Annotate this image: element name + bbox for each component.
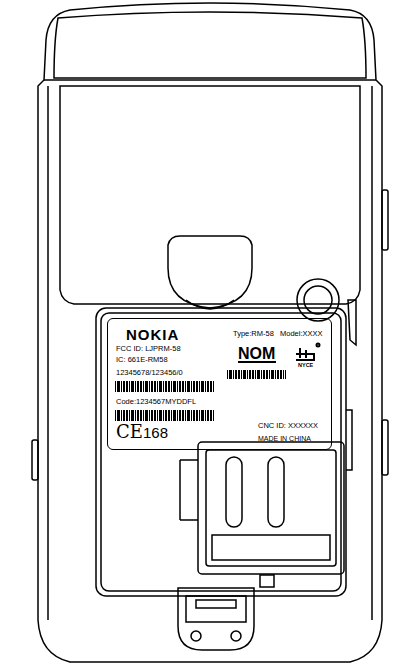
- nom-mark: NOM: [238, 346, 275, 362]
- ic-number: IC: 661E-RM58: [116, 356, 168, 364]
- origin-text: MADE IN CHINA: [258, 435, 311, 442]
- brand-name: NOKIA: [126, 327, 179, 342]
- notified-body-number: 168: [143, 425, 168, 440]
- product-code: Code:1234567MYDDFL: [116, 398, 196, 406]
- ce-mark: CE: [116, 423, 143, 441]
- cnc-id: CNC ID: XXXXXX: [258, 422, 318, 430]
- serial-number: 12345678/123456/0: [116, 369, 183, 377]
- model-text: Model:XXXX: [280, 330, 323, 338]
- type-text: Type:RM-58: [233, 330, 274, 338]
- fcc-id: FCC ID: LJPRM-58: [116, 345, 181, 353]
- type-label-sticker: NOKIA Type:RM-58 Model:XXXX FCC ID: LJPRM-5…: [107, 318, 332, 450]
- nyce-mark: NYCE: [298, 363, 313, 369]
